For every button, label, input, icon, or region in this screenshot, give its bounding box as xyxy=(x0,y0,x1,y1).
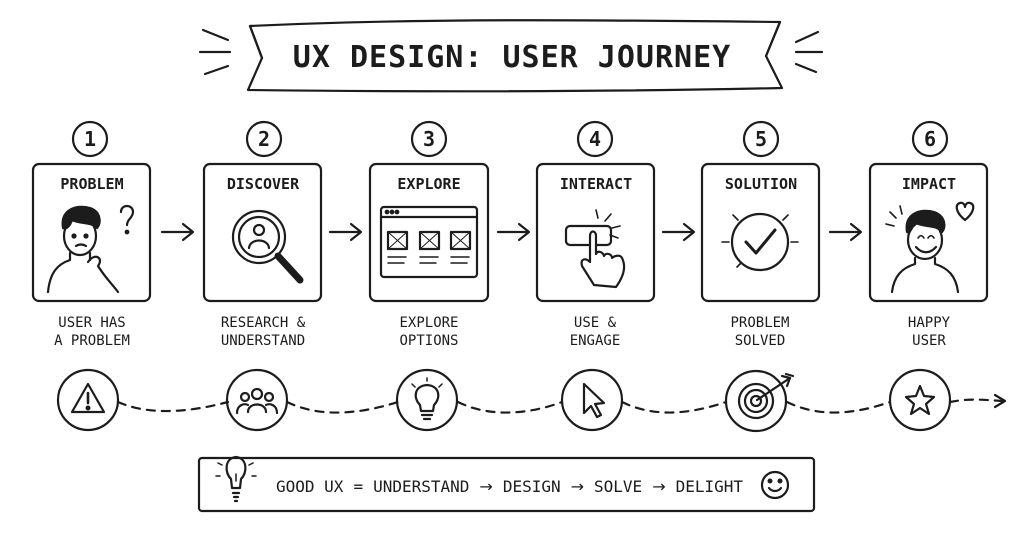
formula-term: GOOD UX xyxy=(276,476,344,496)
formula-lightbulb-icon xyxy=(215,455,257,503)
step-arrow-2 xyxy=(328,222,363,242)
step-arrow-1 xyxy=(160,222,195,242)
browser-window-icon xyxy=(379,205,479,279)
step-arrow-3 xyxy=(496,222,531,242)
formula-term: DELIGHT xyxy=(675,476,744,496)
page-title: UX DESIGN: USER JOURNEY xyxy=(292,39,732,75)
formula-text: GOOD UX = UNDERSTAND → DESIGN → SOLVE → … xyxy=(276,473,743,499)
step-number-circle-6 xyxy=(911,120,949,158)
step-caption: USE & ENGAGE xyxy=(520,314,670,350)
step-number-circle-1 xyxy=(71,120,109,158)
step-arrow-4 xyxy=(661,222,696,242)
step-caption-line: A PROBLEM xyxy=(54,333,130,349)
formula-term: SOLVE xyxy=(594,476,643,496)
title-banner xyxy=(246,19,784,93)
emphasis-marks-left xyxy=(198,28,232,76)
step-number-circle-5 xyxy=(742,120,780,158)
step-number: 2 xyxy=(257,127,271,151)
step-card-2 xyxy=(202,162,323,303)
step-caption-line: USER xyxy=(912,333,946,349)
formula-box xyxy=(197,456,816,513)
checkmark-circle-icon xyxy=(721,212,799,272)
step-caption-line: USE & xyxy=(573,315,617,331)
journey-path-arrowhead xyxy=(993,393,1007,409)
formula-arrow: → xyxy=(570,476,585,496)
step-title: SOLUTION xyxy=(724,175,798,193)
formula-arrow: → xyxy=(652,476,666,496)
step-caption-line: RESEARCH & xyxy=(220,315,306,331)
formula-arrow: → xyxy=(479,476,493,496)
step-caption-line: HAPPY xyxy=(907,315,951,331)
step-title: PROBLEM xyxy=(60,175,124,193)
group-icon xyxy=(225,368,289,432)
hand-press-button-icon xyxy=(564,209,626,289)
step-card-5 xyxy=(700,162,821,303)
emphasis-marks-right xyxy=(794,30,824,74)
step-caption: HAPPY USER xyxy=(854,314,1004,350)
formula-equals: = xyxy=(353,476,364,496)
step-caption-line: SOLVED xyxy=(734,333,786,349)
warning-icon xyxy=(56,368,120,432)
step-number: 4 xyxy=(588,127,602,151)
step-title: DISCOVER xyxy=(226,175,300,193)
star-icon xyxy=(888,368,952,432)
lightbulb-icon xyxy=(395,368,459,432)
step-card-3 xyxy=(368,162,490,303)
step-caption: USER HAS A PROBLEM xyxy=(17,314,167,350)
step-title: EXPLORE xyxy=(397,175,461,193)
step-caption-line: OPTIONS xyxy=(399,333,459,349)
cursor-icon xyxy=(560,368,624,432)
step-number: 1 xyxy=(83,127,97,151)
step-caption-line: USER HAS xyxy=(58,315,126,331)
step-number-circle-4 xyxy=(576,120,614,158)
step-number: 3 xyxy=(422,127,436,151)
step-card-6 xyxy=(868,162,989,303)
step-title: INTERACT xyxy=(559,175,633,193)
step-card-1 xyxy=(31,162,152,303)
step-number: 6 xyxy=(923,127,937,151)
step-card-4 xyxy=(535,162,656,303)
magnifier-user-icon xyxy=(231,209,304,284)
step-caption: PROBLEM SOLVED xyxy=(685,314,835,350)
target-icon xyxy=(724,369,795,433)
step-number-circle-2 xyxy=(245,120,283,158)
smiley-icon xyxy=(760,470,790,500)
step-caption-line: ENGAGE xyxy=(569,333,621,349)
step-number-circle-3 xyxy=(410,120,448,158)
step-arrow-5 xyxy=(828,222,863,242)
formula-term: UNDERSTAND xyxy=(373,476,470,496)
step-title: IMPACT xyxy=(901,175,957,193)
step-caption: RESEARCH & UNDERSTAND xyxy=(188,314,338,350)
journey-dashed-path xyxy=(116,398,1005,414)
confused-person-icon xyxy=(46,204,135,294)
step-caption-line: UNDERSTAND xyxy=(220,333,306,349)
formula-term: DESIGN xyxy=(502,476,561,496)
happy-person-icon xyxy=(885,201,975,294)
step-caption-line: PROBLEM xyxy=(730,315,790,331)
step-caption: EXPLORE OPTIONS xyxy=(354,314,504,350)
step-number: 5 xyxy=(754,127,768,151)
step-caption-line: EXPLORE xyxy=(399,315,459,331)
